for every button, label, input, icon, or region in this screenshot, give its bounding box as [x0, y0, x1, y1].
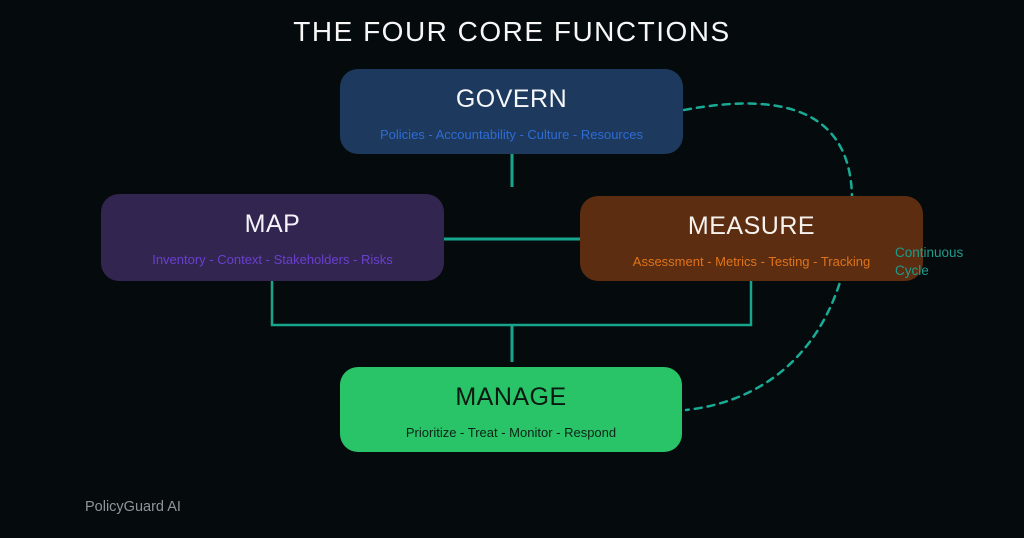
measure-node: MEASURE Assessment - Metrics - Testing -…	[580, 196, 923, 281]
measure-manage-connector	[512, 281, 753, 327]
measure-label: MEASURE	[687, 212, 816, 240]
brand-footer: PolicyGuard AI	[85, 499, 181, 515]
manage-subtitle: Prioritize - Treat - Monitor - Respond	[405, 425, 617, 440]
manage-label: MANAGE	[455, 383, 567, 411]
diagram-title: THE FOUR CORE FUNCTIONS	[293, 16, 731, 47]
map-label: MAP	[244, 210, 301, 238]
manage-node: MANAGE Prioritize - Treat - Monitor - Re…	[340, 367, 682, 452]
govern-node: GOVERN Policies - Accountability - Cultu…	[340, 69, 683, 154]
continuous-cycle-label: Continuous Cycle	[895, 244, 963, 280]
map-manage-connector	[270, 281, 512, 327]
govern-subtitle: Policies - Accountability - Culture - Re…	[380, 127, 643, 142]
continuous-cycle-label-line2: Cycle	[895, 263, 929, 278]
map-node: MAP Inventory - Context - Stakeholders -…	[101, 194, 444, 281]
continuous-cycle-label-line1: Continuous	[895, 245, 964, 260]
map-subtitle: Inventory - Context - Stakeholders - Ris…	[152, 252, 393, 267]
measure-subtitle: Assessment - Metrics - Testing - Trackin…	[632, 254, 871, 269]
govern-label: GOVERN	[455, 85, 568, 113]
